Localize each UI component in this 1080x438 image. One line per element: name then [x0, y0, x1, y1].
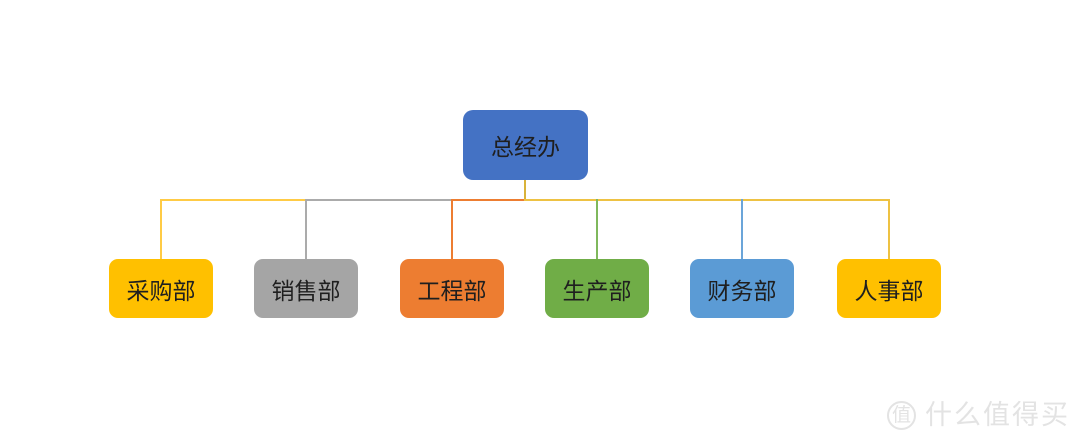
connector-rail-segment-sales [305, 199, 452, 201]
connector-rail-segment-purchasing [160, 199, 306, 201]
connector-rail-segment-hr [524, 199, 890, 201]
org-node-label: 销售部 [271, 277, 341, 304]
connector-drop-production [596, 199, 598, 259]
connector-drop-engineering [451, 199, 453, 259]
connector-rail-segment-engineering [451, 199, 525, 201]
org-node-hr: 人事部 [837, 259, 941, 318]
org-node-engineering: 工程部 [400, 259, 504, 318]
org-node-label: 生产部 [562, 277, 632, 304]
smzdm-logo-icon: 值 [887, 401, 916, 430]
org-node-label: 总经办 [491, 134, 560, 160]
org-node-sales: 销售部 [254, 259, 358, 318]
connector-drop-finance [741, 199, 743, 259]
smzdm-watermark: 值 什么值得买 [887, 401, 1070, 430]
connector-drop-sales [305, 199, 307, 259]
smzdm-watermark-text: 什么值得买 [925, 400, 1070, 430]
connector-stem [524, 180, 526, 200]
org-node-label: 工程部 [417, 277, 487, 304]
org-node-purchasing: 采购部 [109, 259, 213, 318]
org-node-finance: 财务部 [690, 259, 794, 318]
connector-drop-purchasing [160, 199, 162, 259]
connector-drop-hr [888, 199, 890, 259]
org-node-label: 人事部 [854, 277, 924, 304]
org-node-general-manager-office: 总经办 [463, 110, 588, 180]
org-node-label: 采购部 [126, 277, 196, 304]
org-node-label: 财务部 [707, 277, 777, 304]
org-node-production: 生产部 [545, 259, 649, 318]
